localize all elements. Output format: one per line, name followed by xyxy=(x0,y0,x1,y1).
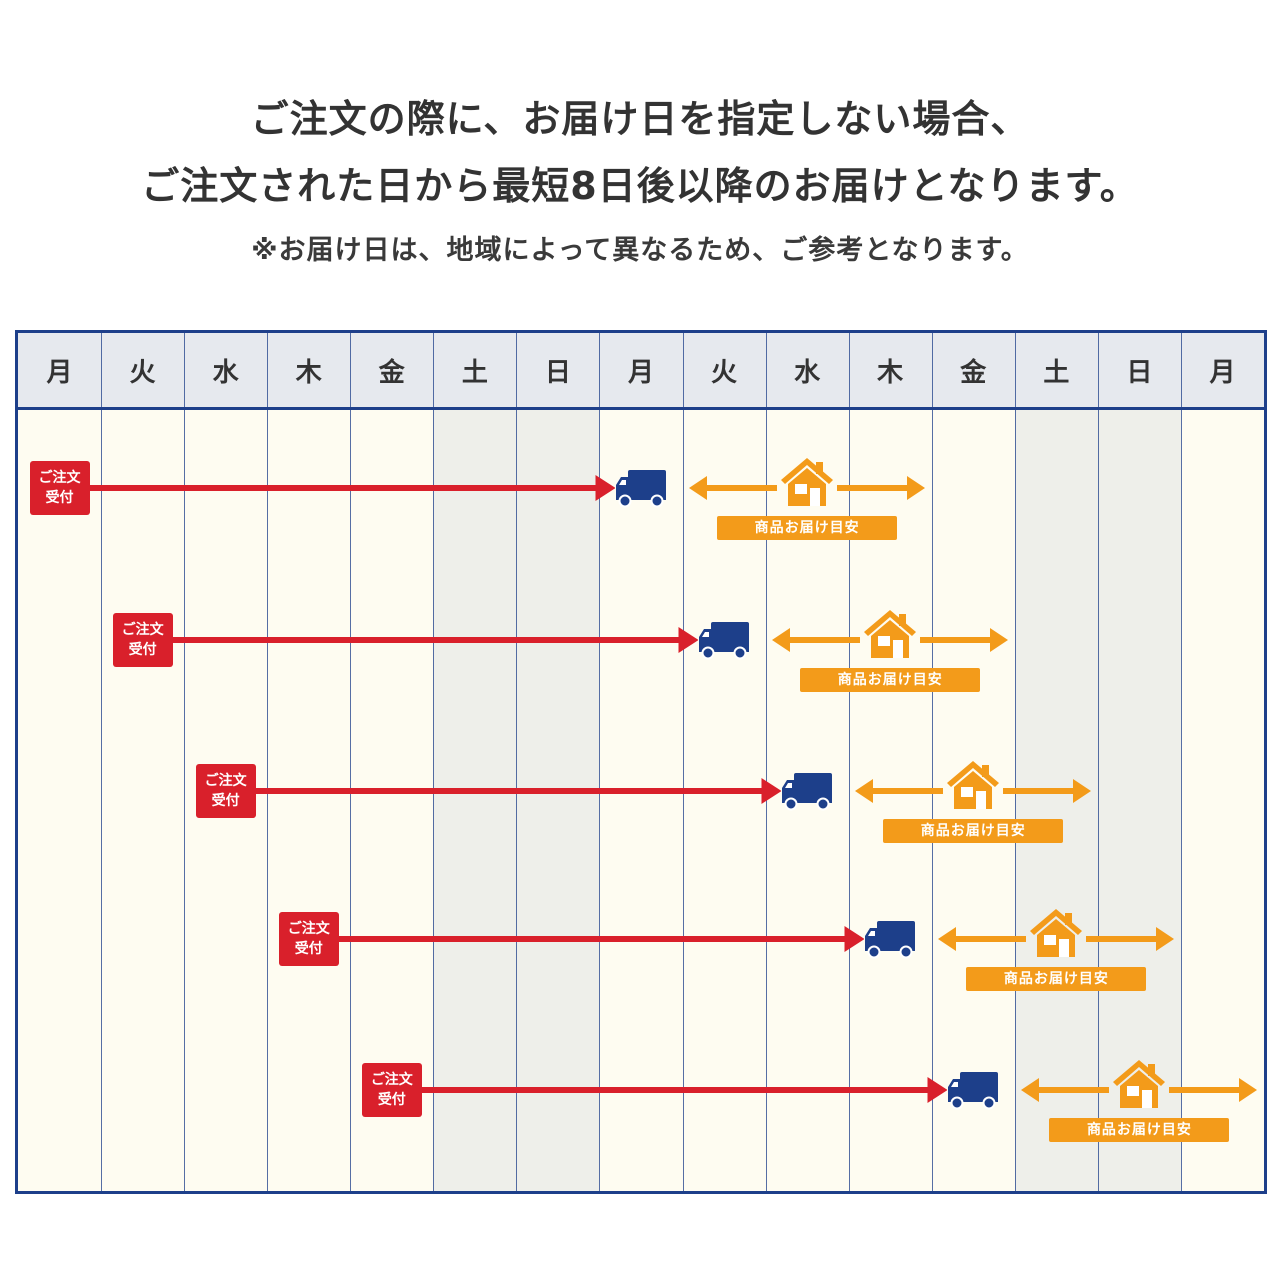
truck-icon xyxy=(699,622,750,660)
weekday-label: 水 xyxy=(212,357,239,388)
column-divider xyxy=(599,333,601,1191)
house-icon xyxy=(1030,909,1083,957)
shipping-lead-arrow xyxy=(421,1077,948,1103)
weekday-label: 土 xyxy=(461,357,488,388)
weekend-column-bg xyxy=(433,410,517,1191)
truck-icon xyxy=(616,470,667,508)
order-badge-line-2: 受付 xyxy=(128,642,157,658)
delivery-estimate-label: 商品お届け目安 xyxy=(966,967,1147,991)
delivery-window-arrow-left xyxy=(689,476,778,500)
order-received-badge: ご注文受付 xyxy=(278,912,339,966)
delivery-calendar: 月火水木金土日月火水木金土日月 ご注文受付商品お届け目安ご注文受付商品お届け目安… xyxy=(15,330,1267,1194)
delivery-window-arrow-right xyxy=(920,628,1009,652)
delivery-window-arrow-left xyxy=(772,628,861,652)
weekday-header-row: 月火水木金土日月火水木金土日月 xyxy=(18,333,1264,410)
order-badge-line-1: ご注文 xyxy=(287,921,330,937)
weekday-label: 日 xyxy=(544,357,571,388)
weekday-label: 木 xyxy=(295,357,322,388)
order-badge-line-2: 受付 xyxy=(377,1092,406,1108)
order-badge-line-2: 受付 xyxy=(45,490,74,506)
column-divider xyxy=(682,333,684,1191)
weekend-column-bg xyxy=(516,410,600,1191)
delivery-estimate-label: 商品お届け目安 xyxy=(1049,1118,1230,1142)
weekday-label: 木 xyxy=(877,357,904,388)
column-divider xyxy=(765,333,767,1191)
column-divider xyxy=(267,333,269,1191)
delivery-window-arrow-right xyxy=(1169,1078,1258,1102)
delivery-window-arrow-right xyxy=(837,476,926,500)
order-badge-line-1: ご注文 xyxy=(121,622,164,638)
weekday-label: 水 xyxy=(794,357,821,388)
order-badge-line-2: 受付 xyxy=(294,941,323,957)
order-received-badge: ご注文受付 xyxy=(195,764,256,818)
shipping-lead-arrow xyxy=(172,627,699,653)
order-received-badge: ご注文受付 xyxy=(361,1063,422,1117)
weekday-label: 火 xyxy=(129,357,156,388)
delivery-window-arrow-left xyxy=(1021,1078,1110,1102)
order-received-badge: ご注文受付 xyxy=(29,461,90,515)
house-icon xyxy=(947,761,1000,809)
delivery-window-arrow-right xyxy=(1003,779,1092,803)
shipping-lead-arrow xyxy=(338,926,865,952)
column-divider xyxy=(1097,333,1099,1191)
weekday-label: 火 xyxy=(711,357,738,388)
truck-icon xyxy=(865,921,916,959)
order-badge-line-1: ご注文 xyxy=(204,773,247,789)
weekday-label: 金 xyxy=(378,357,405,388)
weekday-label: 金 xyxy=(960,357,987,388)
delivery-window-arrow-right xyxy=(1086,927,1175,951)
weekday-label: 月 xyxy=(1209,357,1236,388)
order-badge-line-2: 受付 xyxy=(211,793,240,809)
order-badge-line-1: ご注文 xyxy=(370,1072,413,1088)
weekday-label: 月 xyxy=(46,357,73,388)
house-icon xyxy=(781,458,834,506)
heading-line-2: ご注文された日から最短8日後以降のお届けとなります。 xyxy=(141,164,1139,208)
heading-line-1: ご注文の際に、お届け日を指定しない場合、 xyxy=(250,97,1030,141)
delivery-estimate-label: 商品お届け目安 xyxy=(717,516,898,540)
shipping-lead-arrow xyxy=(255,778,782,804)
order-received-badge: ご注文受付 xyxy=(112,613,173,667)
column-divider xyxy=(1180,333,1182,1191)
truck-icon xyxy=(948,1072,999,1110)
column-divider xyxy=(350,333,352,1191)
weekday-label: 日 xyxy=(1126,357,1153,388)
truck-icon xyxy=(782,773,833,811)
column-divider xyxy=(931,333,933,1191)
delivery-estimate-label: 商品お届け目安 xyxy=(800,668,981,692)
delivery-estimate-label: 商品お届け目安 xyxy=(883,819,1064,843)
column-divider xyxy=(516,333,518,1191)
weekend-column-bg xyxy=(1014,410,1098,1191)
column-divider xyxy=(433,333,435,1191)
house-icon xyxy=(1113,1060,1166,1108)
weekday-label: 土 xyxy=(1043,357,1070,388)
column-divider xyxy=(184,333,186,1191)
shipping-lead-arrow xyxy=(89,475,616,501)
column-divider xyxy=(101,333,103,1191)
delivery-window-arrow-left xyxy=(938,927,1027,951)
delivery-window-arrow-left xyxy=(855,779,944,803)
column-divider xyxy=(848,333,850,1191)
house-icon xyxy=(864,610,917,658)
weekday-label: 月 xyxy=(627,357,654,388)
heading-note: ※お届け日は、地域によって異なるため、ご参考となります。 xyxy=(251,235,1029,266)
column-divider xyxy=(1014,333,1016,1191)
order-badge-line-1: ご注文 xyxy=(38,470,81,486)
